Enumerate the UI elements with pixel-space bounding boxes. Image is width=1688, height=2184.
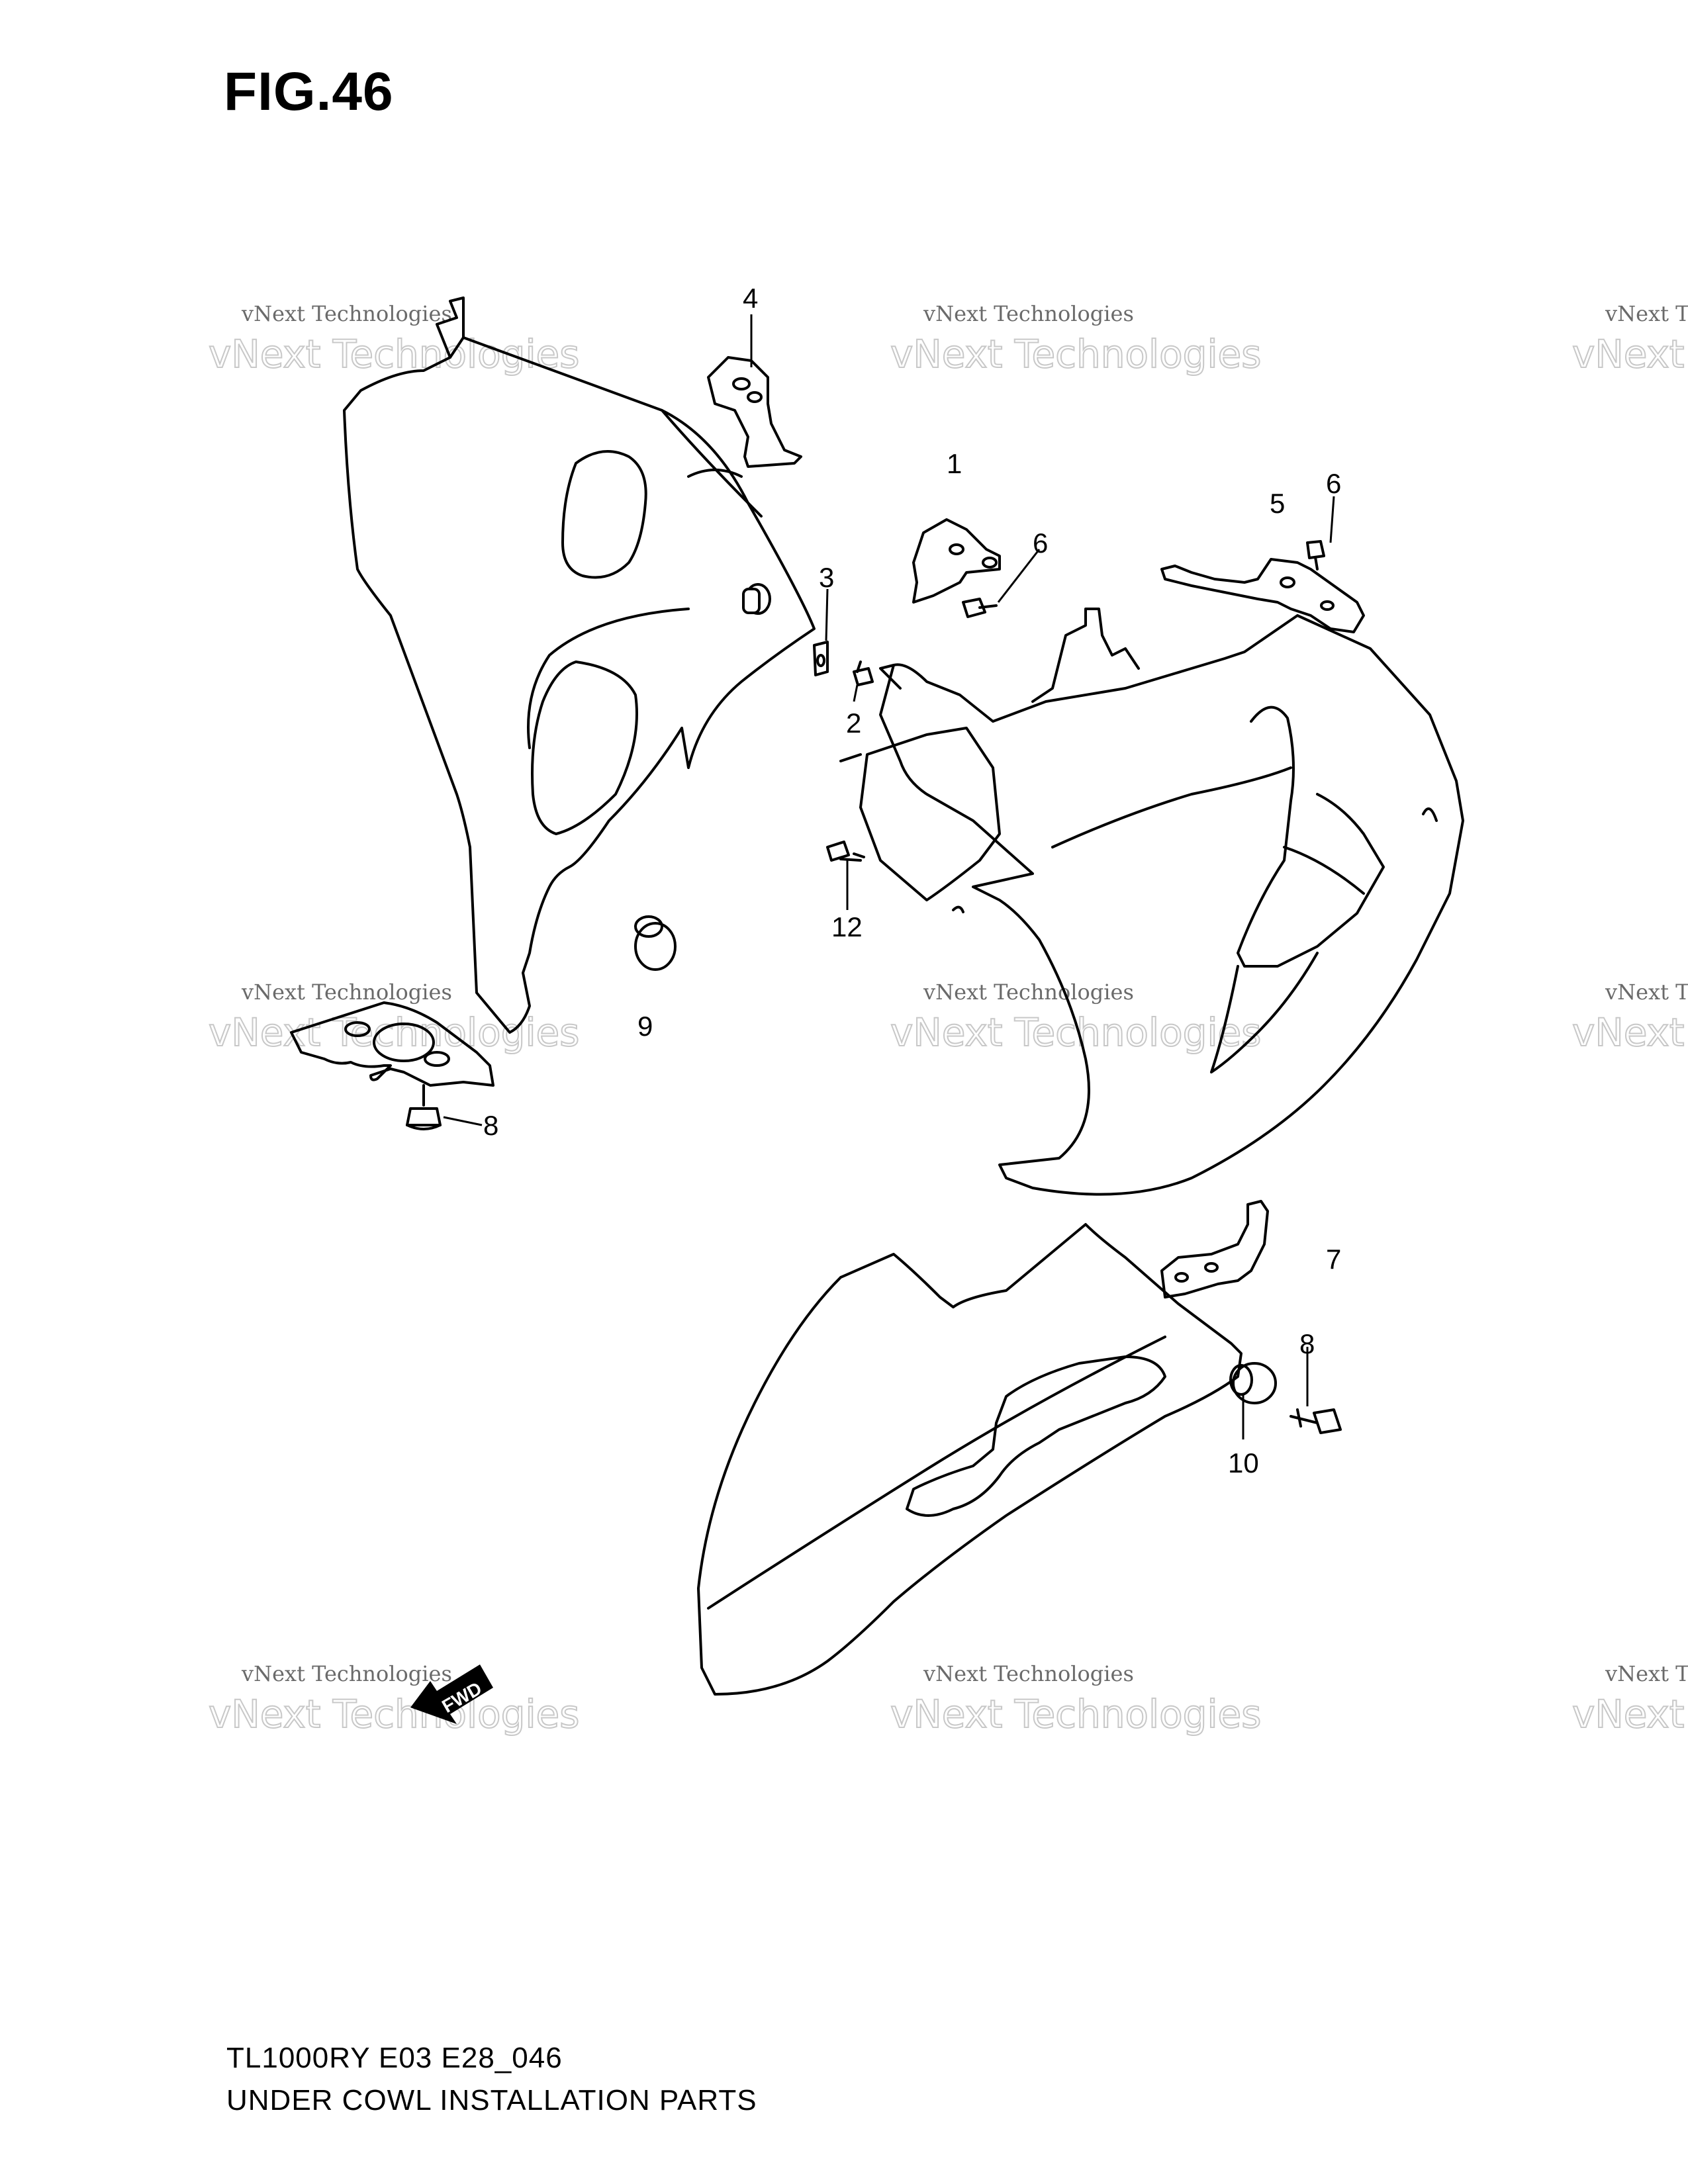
bracket-5 [1160,558,1365,633]
watermark-text: vNext Technologies [241,1661,452,1686]
watermark: vNext Technologies vNext Technologies [1571,979,1688,1056]
left-inner-cowl [343,296,816,1034]
callout-4: 4 [743,283,758,314]
callout-11: 10 [1228,1447,1259,1479]
watermark: vNext Technologies vNext Technologies [890,979,1262,1056]
watermark-text-large: vNext Technologies [209,332,579,377]
watermark: vNext Technologies vNext Technologies [208,979,580,1056]
watermark-text-large: vNext Technologies [1572,332,1688,377]
screw-6b [1306,540,1325,570]
watermark: vNext Technologies vNext Technologies [1571,301,1688,377]
right-side-cowl [839,608,1464,1196]
left-mounting-plate [290,1001,494,1130]
watermark: vNext Technologies vNext Technologies [208,301,580,377]
leader-lines [443,314,1335,1439]
watermark-text-large: vNext Technologies [209,1010,579,1055]
cowl-boss-body [742,588,761,614]
figure-title: FIG.46 [224,62,394,122]
callout-5: 5 [1270,488,1285,519]
watermark-text: vNext Technologies [923,1661,1134,1686]
grommet-10 [634,915,677,971]
watermark-text: vNext Technologies [241,301,452,326]
watermark-text-large: vNext Technologies [890,1010,1261,1055]
watermark-text: vNext Technologies [923,301,1134,326]
watermark-text-large: vNext Technologies [890,1692,1261,1737]
callout-10: 9 [637,1011,653,1042]
screw-6a [962,598,998,618]
figure-caption: UNDER COWL INSTALLATION PARTS [226,2084,757,2116]
callout-1: 1 [947,448,962,479]
callout-6a: 6 [1033,527,1048,559]
watermark-text: vNext Technologies [1605,1661,1688,1686]
screw-8 [1289,1408,1342,1434]
watermark-text-large: vNext Technologies [890,332,1261,377]
watermark-text-large: vNext Technologies [1572,1010,1688,1055]
callout-9: 8 [483,1110,498,1141]
callout-3: 3 [819,562,834,593]
bracket-7 [1160,1200,1269,1298]
callout-12: 12 [831,911,863,942]
watermark-layer: vNext Technologies vNext Technologies vN… [208,301,1688,1737]
watermark-text: vNext Technologies [923,979,1134,1005]
grommet-11 [1229,1362,1277,1404]
callout-7: 7 [1326,1244,1341,1275]
model-code: TL1000RY E03 E28_046 [226,2042,563,2074]
screw-2 [853,660,874,686]
watermark-text: vNext Technologies [241,979,452,1005]
watermark: vNext Technologies vNext Technologies [1571,1661,1688,1737]
watermark-text-large: vNext Technologies [209,1692,579,1737]
callout-6b: 6 [1326,468,1341,499]
clip-3 [813,641,829,676]
figure-footer: TL1000RY E03 E28_046 UNDER COWL INSTALLA… [226,2037,757,2122]
watermark-text: vNext Technologies [1605,979,1688,1005]
watermark: vNext Technologies vNext Technologies [890,301,1262,377]
watermark-text-large: vNext Technologies [1572,1692,1688,1737]
bracket-4 [707,356,802,468]
lower-under-cowl [697,1223,1243,1696]
bolt-9 [406,1084,442,1130]
bracket-1 [912,518,1001,604]
watermark: vNext Technologies vNext Technologies [208,1661,580,1737]
screw-12 [826,841,865,862]
watermark: vNext Technologies vNext Technologies [890,1661,1262,1737]
callout-2: 2 [846,707,861,739]
callout-labels: 4 1 5 6 6 3 2 12 9 8 7 8 10 [483,283,1341,1479]
callout-8: 8 [1299,1328,1315,1359]
watermark-text: vNext Technologies [1605,301,1688,326]
